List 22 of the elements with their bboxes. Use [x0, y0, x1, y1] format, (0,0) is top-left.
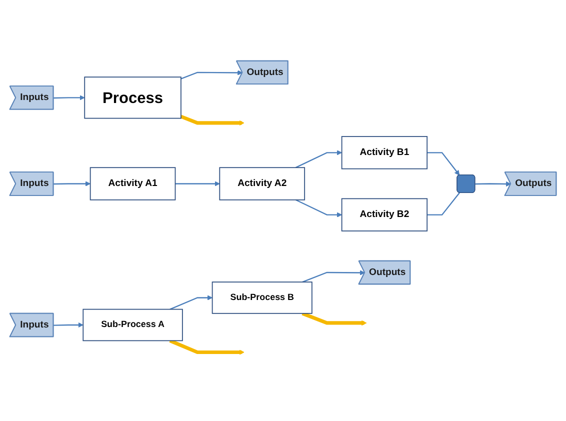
arrow [180, 70, 243, 79]
arrow [295, 198, 342, 217]
arrow [302, 270, 366, 282]
arrow [427, 152, 460, 175]
node-box: Activity B1 [341, 136, 428, 169]
arrow [54, 180, 91, 186]
arrow [169, 338, 244, 354]
node-box: Activity A1 [90, 166, 176, 200]
node-box: Sub-Process B [212, 281, 312, 314]
node-box: Activity A2 [219, 166, 306, 200]
connector [427, 192, 460, 215]
node-box: Activity B2 [341, 198, 428, 231]
arrow [175, 180, 220, 186]
arrow [475, 180, 512, 186]
arrow [54, 322, 84, 328]
arrow [170, 294, 213, 310]
arrow [295, 150, 342, 168]
arrow [54, 94, 85, 100]
node-box: Sub-Process A [82, 308, 183, 341]
node-box: Process [84, 76, 182, 118]
arrow [180, 114, 244, 126]
arrow [302, 311, 367, 326]
